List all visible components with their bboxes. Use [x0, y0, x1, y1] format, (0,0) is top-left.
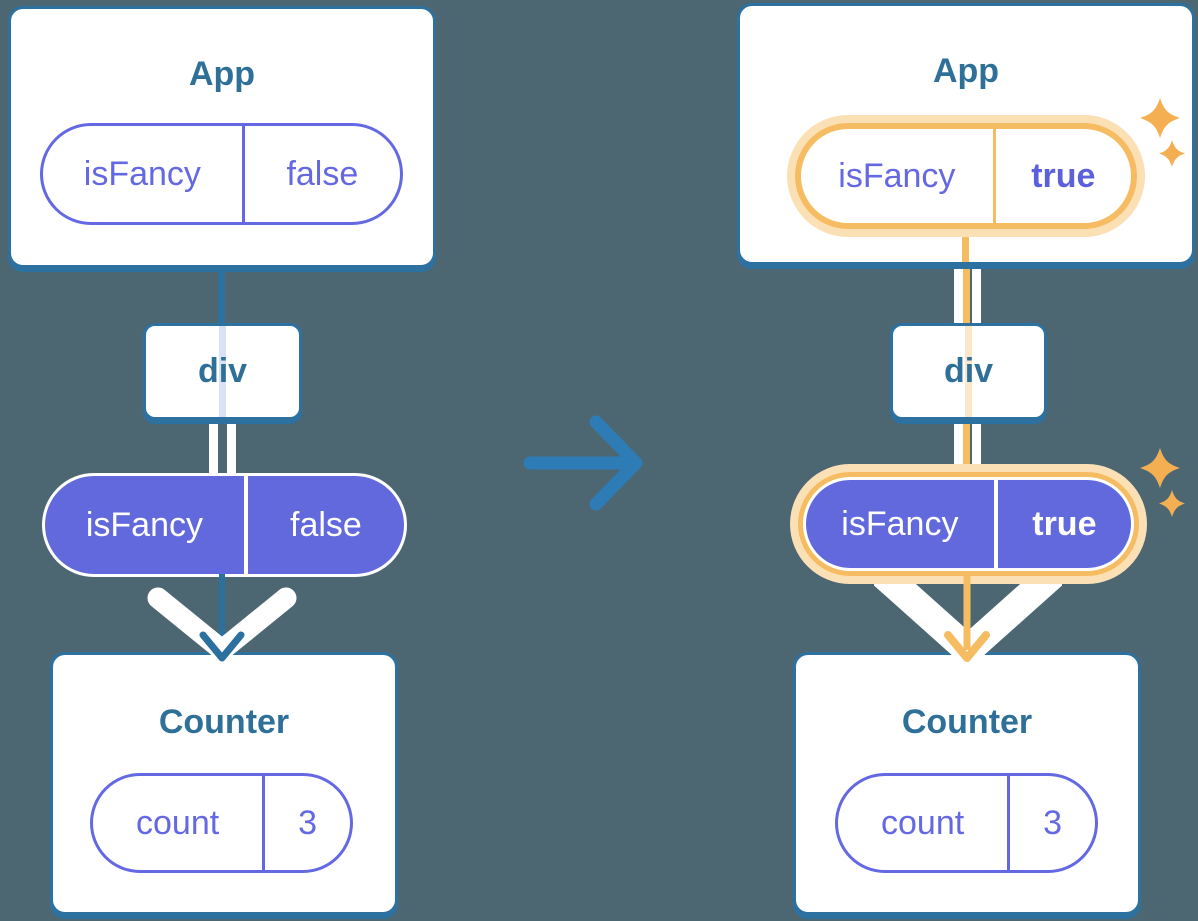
count-name: count: [93, 776, 266, 870]
white-chevron-icon: [147, 587, 297, 661]
app-title: App: [932, 52, 1000, 90]
props-pill-after: isFancy true: [803, 477, 1134, 571]
sparkles-icon: [1140, 448, 1185, 517]
chevron-down-arrow-highlighted: [944, 574, 990, 662]
counter-card-after: Counter count 3: [793, 652, 1141, 915]
state-pill: isFancy false: [40, 123, 403, 225]
count-pill: count 3: [90, 773, 353, 873]
props-pipe-left-wall: [954, 416, 963, 486]
prop-name: isFancy: [45, 476, 248, 574]
highlight-core-line: [963, 416, 970, 486]
counter-title: Counter: [158, 703, 290, 741]
highlight-core-line: [963, 266, 970, 328]
props-pipe-right-wall: [227, 416, 236, 478]
div-label: div: [943, 352, 994, 390]
state-name: isFancy: [43, 126, 245, 222]
arrow-right-icon: [523, 415, 643, 511]
count-value: 3: [1043, 803, 1063, 842]
div-label: div: [197, 352, 248, 390]
props-pipe-left-wall: [954, 266, 963, 328]
arrowhead-icon: [199, 631, 245, 662]
prop-value: true: [1032, 504, 1097, 543]
counter-title: Counter: [901, 703, 1033, 741]
connector-app-to-div: [218, 262, 225, 326]
div-node-before: div: [143, 323, 302, 420]
state-value: false: [286, 154, 359, 193]
count-pill: count 3: [835, 773, 1098, 873]
count-value: 3: [298, 803, 318, 842]
props-pipe-right-wall: [972, 266, 981, 328]
arrowhead-icon: [944, 631, 990, 662]
state-value: true: [1031, 156, 1096, 195]
prop-trace-line: [219, 326, 226, 417]
prop-trace-line: [965, 326, 972, 417]
props-pipe-left-wall: [209, 416, 218, 478]
prop-name: isFancy: [806, 480, 998, 568]
prop-value: false: [290, 505, 362, 544]
props-pill-before: isFancy false: [42, 473, 407, 577]
state-pill-highlighted: isFancy true: [795, 123, 1137, 229]
counter-card-before: Counter count 3: [50, 652, 398, 915]
count-name: count: [838, 776, 1011, 870]
div-node-after: div: [890, 323, 1047, 420]
app-card-before: App isFancy false: [8, 6, 436, 268]
app-title: App: [188, 55, 256, 93]
app-card-after: App isFancy true: [737, 3, 1195, 265]
sparkles-icon: [1140, 98, 1185, 167]
state-name: isFancy: [801, 129, 996, 223]
props-pipe-right-wall: [972, 416, 981, 486]
highlight-core-line: [962, 224, 969, 262]
chevron-down-arrow: [147, 574, 297, 662]
